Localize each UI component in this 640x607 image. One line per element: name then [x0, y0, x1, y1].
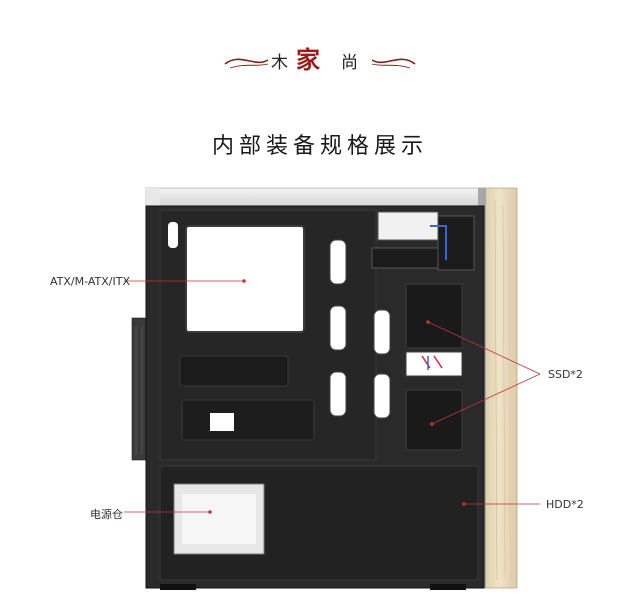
callout-psu: 电源仓 — [90, 508, 123, 521]
brand-char-right: 尚 — [341, 53, 358, 73]
brand-header: 木 家 尚 — [0, 38, 640, 78]
section-title: 内部装备规格展示 — [211, 134, 428, 159]
callout-line-ssd-lower — [431, 373, 541, 425]
top-drive-bay — [371, 211, 475, 271]
callout-line-ssd-upper — [427, 321, 541, 375]
ssd-cage — [405, 283, 463, 451]
callout-hdd: HDD*2 — [546, 498, 584, 511]
brand-char-left: 木 — [271, 53, 288, 73]
callout-ssd: SSD*2 — [548, 368, 583, 381]
decorative-swirl-icon — [224, 58, 416, 69]
psu-shroud — [159, 465, 479, 581]
callout-lines — [124, 279, 541, 514]
rear-bracket — [131, 317, 149, 461]
brand-seal-logo: 家 — [296, 45, 320, 74]
cable-cutouts — [329, 239, 391, 419]
callout-motherboard: ATX/M-ATX/ITX — [50, 275, 130, 288]
